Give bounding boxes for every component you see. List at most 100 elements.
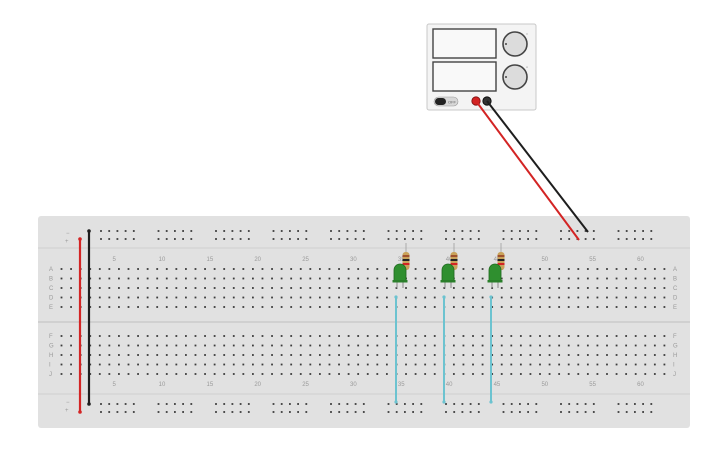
breadboard-hole[interactable] xyxy=(539,363,541,366)
rail-hole[interactable] xyxy=(108,403,111,405)
breadboard-hole[interactable] xyxy=(165,354,168,356)
breadboard-hole[interactable] xyxy=(309,335,312,337)
rail-hole[interactable] xyxy=(362,230,365,232)
rail-hole[interactable] xyxy=(445,403,447,405)
breadboard-hole[interactable] xyxy=(328,363,331,366)
breadboard-hole[interactable] xyxy=(127,287,130,289)
breadboard-hole[interactable] xyxy=(414,335,417,337)
breadboard-hole[interactable] xyxy=(280,296,283,299)
rail-hole[interactable] xyxy=(420,230,423,232)
breadboard-hole[interactable] xyxy=(252,287,254,289)
breadboard-hole[interactable] xyxy=(328,335,331,337)
power-supply[interactable]: V A OFF xyxy=(426,23,537,111)
rail-hole[interactable] xyxy=(527,230,529,232)
breadboard-hole[interactable] xyxy=(347,363,350,366)
breadboard-hole[interactable] xyxy=(204,363,206,366)
breadboard-hole[interactable] xyxy=(491,344,494,347)
breadboard-hole[interactable] xyxy=(70,268,72,270)
breadboard-hole[interactable] xyxy=(366,354,369,356)
rail-hole[interactable] xyxy=(157,230,160,232)
breadboard-hole[interactable] xyxy=(405,335,407,337)
breadboard-hole[interactable] xyxy=(625,354,628,356)
breadboard-hole[interactable] xyxy=(519,296,522,299)
rail-hole[interactable] xyxy=(445,238,447,240)
breadboard-hole[interactable] xyxy=(433,268,436,270)
breadboard-hole[interactable] xyxy=(261,296,264,299)
breadboard-hole[interactable] xyxy=(175,277,178,280)
breadboard-hole[interactable] xyxy=(290,277,293,280)
breadboard-hole[interactable] xyxy=(118,296,120,299)
breadboard-hole[interactable] xyxy=(309,296,312,299)
breadboard-hole[interactable] xyxy=(98,306,101,308)
breadboard-hole[interactable] xyxy=(318,268,321,270)
breadboard-hole[interactable] xyxy=(185,363,187,366)
breadboard-hole[interactable] xyxy=(567,287,570,289)
breadboard-hole[interactable] xyxy=(596,363,599,366)
breadboard-hole[interactable] xyxy=(318,344,321,347)
breadboard-hole[interactable] xyxy=(137,296,139,299)
breadboard-hole[interactable] xyxy=(519,363,522,366)
rail-hole[interactable] xyxy=(420,403,423,405)
rail-hole[interactable] xyxy=(346,411,349,413)
breadboard-hole[interactable] xyxy=(462,277,465,280)
breadboard-hole[interactable] xyxy=(376,344,379,347)
breadboard-hole[interactable] xyxy=(213,344,216,347)
breadboard-hole[interactable] xyxy=(89,335,92,337)
breadboard-hole[interactable] xyxy=(347,373,350,375)
breadboard-hole[interactable] xyxy=(644,354,647,356)
breadboard-hole[interactable] xyxy=(577,277,580,280)
breadboard-hole[interactable] xyxy=(156,287,159,289)
breadboard-hole[interactable] xyxy=(596,354,599,356)
breadboard-hole[interactable] xyxy=(539,335,541,337)
breadboard-hole[interactable] xyxy=(175,363,178,366)
rail-hole[interactable] xyxy=(272,403,275,405)
breadboard-hole[interactable] xyxy=(194,354,197,356)
breadboard-hole[interactable] xyxy=(280,363,283,366)
breadboard-hole[interactable] xyxy=(558,306,561,308)
breadboard-hole[interactable] xyxy=(577,344,580,347)
current-knob[interactable] xyxy=(502,64,528,90)
breadboard-hole[interactable] xyxy=(385,296,388,299)
rail-hole[interactable] xyxy=(272,230,275,232)
breadboard-hole[interactable] xyxy=(634,363,637,366)
rail-hole[interactable] xyxy=(510,238,513,240)
breadboard-hole[interactable] xyxy=(500,277,503,280)
breadboard-hole[interactable] xyxy=(165,363,168,366)
breadboard-hole[interactable] xyxy=(519,335,522,337)
breadboard-hole[interactable] xyxy=(596,306,599,308)
rail-hole[interactable] xyxy=(190,411,193,413)
rail-hole[interactable] xyxy=(502,230,505,232)
rail-hole[interactable] xyxy=(165,238,168,240)
rail-hole[interactable] xyxy=(354,411,357,413)
breadboard-hole[interactable] xyxy=(405,344,407,347)
rail-hole[interactable] xyxy=(395,403,398,405)
breadboard-hole[interactable] xyxy=(185,344,187,347)
breadboard-hole[interactable] xyxy=(328,373,331,375)
rail-hole[interactable] xyxy=(239,403,242,405)
breadboard-hole[interactable] xyxy=(309,354,312,356)
breadboard-hole[interactable] xyxy=(60,354,63,356)
breadboard-hole[interactable] xyxy=(663,335,666,337)
rail-hole[interactable] xyxy=(412,230,414,232)
breadboard-hole[interactable] xyxy=(338,373,340,375)
breadboard-hole[interactable] xyxy=(539,277,541,280)
breadboard-hole[interactable] xyxy=(223,287,226,289)
breadboard-hole[interactable] xyxy=(625,344,628,347)
breadboard-hole[interactable] xyxy=(577,363,580,366)
breadboard-hole[interactable] xyxy=(663,373,666,375)
breadboard-hole[interactable] xyxy=(634,277,637,280)
breadboard-hole[interactable] xyxy=(271,344,273,347)
breadboard-hole[interactable] xyxy=(510,296,513,299)
rail-hole[interactable] xyxy=(174,411,176,413)
breadboard-hole[interactable] xyxy=(137,354,139,356)
breadboard-hole[interactable] xyxy=(510,373,513,375)
breadboard-hole[interactable] xyxy=(89,287,92,289)
breadboard-hole[interactable] xyxy=(567,344,570,347)
rail-hole[interactable] xyxy=(297,230,299,232)
rail-hole[interactable] xyxy=(182,403,184,405)
breadboard-hole[interactable] xyxy=(280,287,283,289)
rail-hole[interactable] xyxy=(165,411,168,413)
breadboard-hole[interactable] xyxy=(299,268,302,270)
breadboard-hole[interactable] xyxy=(529,373,532,375)
breadboard-hole[interactable] xyxy=(519,306,522,308)
